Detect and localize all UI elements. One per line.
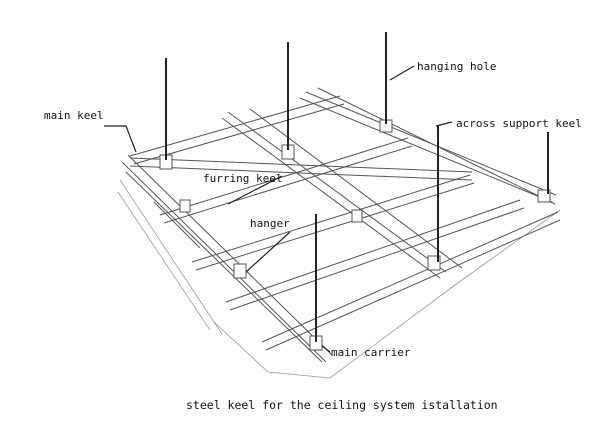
hanging-hole-leader <box>389 65 415 81</box>
label-across-support-keel: across support keel <box>456 117 582 130</box>
hanger-rods <box>165 32 549 342</box>
label-hanging-hole: hanging hole <box>417 60 496 73</box>
main-keel-leader <box>104 125 137 153</box>
leader-lines <box>104 65 453 353</box>
furring-keel-2 <box>159 137 413 224</box>
furring-keels <box>129 95 561 351</box>
label-main-keel: main keel <box>44 109 104 122</box>
label-furring-keel: furring keel <box>203 172 282 185</box>
furring-keel-leader <box>227 175 283 205</box>
hanger-leader <box>245 231 291 273</box>
furring-keel-3 <box>191 174 475 271</box>
furring-keel-5 <box>261 211 561 351</box>
main-keel-rail-1 <box>129 157 473 181</box>
main-keel-rail-3 <box>121 154 333 363</box>
main-carrier-leader <box>321 345 331 353</box>
furring-keel-4 <box>225 199 525 311</box>
label-hanger: hanger <box>250 217 290 230</box>
across-support-keel-leader <box>435 121 453 127</box>
main-carriers <box>125 87 556 363</box>
ceiling-board <box>117 179 561 379</box>
diagram-caption: steel keel for the ceiling system istall… <box>186 398 498 412</box>
furring-keel-1 <box>129 95 345 165</box>
main-keels <box>121 91 557 363</box>
label-main-carrier: main carrier <box>331 346 411 359</box>
